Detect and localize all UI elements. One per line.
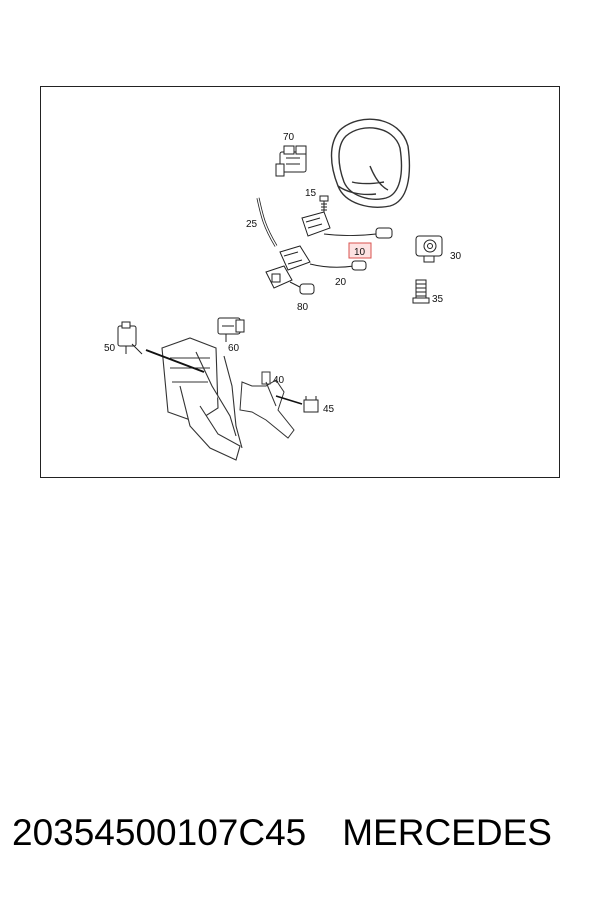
callout-45[interactable]: 45	[323, 404, 335, 415]
callout-20[interactable]: 20	[335, 277, 347, 288]
callout-15[interactable]: 15	[305, 188, 317, 199]
callout-10-highlight	[348, 242, 372, 259]
part-10-drawing	[301, 211, 393, 239]
steering-wheel-drawing	[330, 118, 411, 208]
part-70-drawing	[275, 145, 307, 177]
diagram-border	[40, 86, 560, 478]
part-80-drawing	[265, 265, 315, 295]
brand-name: MERCEDES	[342, 812, 552, 853]
callout-80[interactable]: 80	[297, 302, 309, 313]
part-35-drawing	[412, 279, 430, 304]
part-45-drawing	[275, 395, 319, 413]
callout-40[interactable]: 40	[273, 375, 285, 386]
part-15-drawing	[319, 195, 329, 213]
callout-35[interactable]: 35	[432, 294, 444, 305]
callout-50[interactable]: 50	[104, 343, 116, 354]
callout-60[interactable]: 60	[228, 343, 240, 354]
part-30-drawing	[415, 235, 443, 263]
part-20-drawing	[279, 245, 367, 271]
pedal-assembly-drawing	[145, 337, 243, 461]
part-number: 20354500107C45	[12, 812, 307, 853]
callout-30[interactable]: 30	[450, 251, 462, 262]
callout-10[interactable]: 10	[354, 247, 366, 258]
callout-25[interactable]: 25	[246, 219, 258, 230]
parts-diagram: 70 15 25 10 30 20 35 80 50 60 40 45	[40, 86, 560, 478]
part-50-drawing	[117, 321, 143, 355]
part-number-caption: 20354500107C45 MERCEDES	[12, 808, 592, 858]
part-60-drawing	[217, 317, 245, 342]
callout-70[interactable]: 70	[283, 132, 295, 143]
part-40-drawing	[239, 371, 295, 439]
